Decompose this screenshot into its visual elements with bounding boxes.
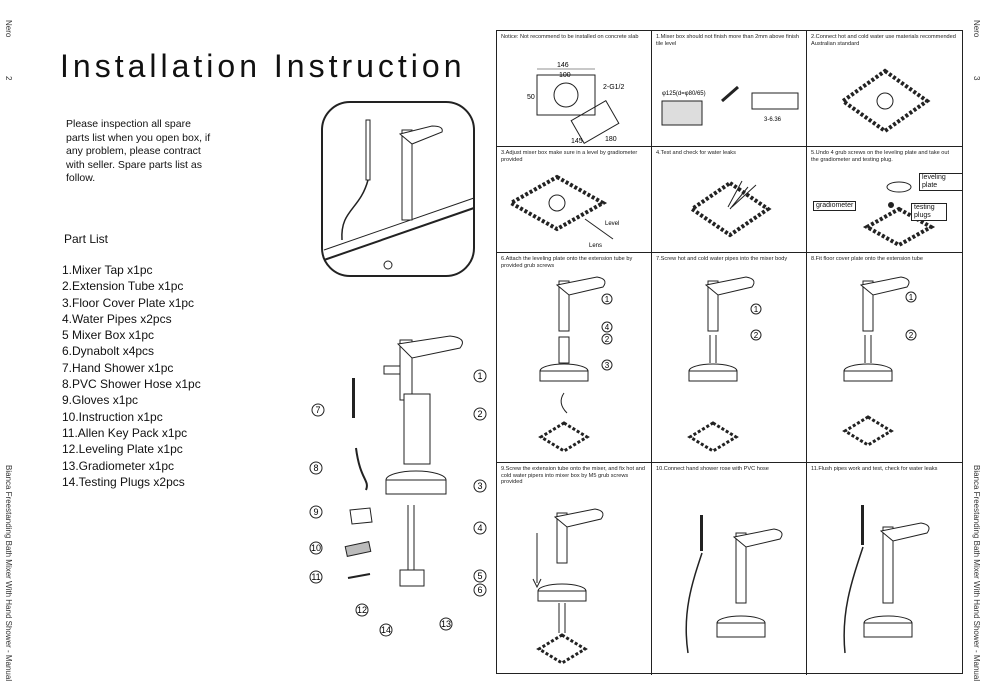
dim-145: 145	[571, 138, 583, 145]
part-item: 2.Extension Tube x1pc	[62, 279, 184, 294]
callout-8: 8	[313, 463, 318, 473]
dim-diameter: φ125(d=φ80/65)	[662, 91, 706, 97]
step-caption: 10.Connect hand shower rose with PVC hos…	[656, 466, 769, 472]
intro-text: Please inspection all spare parts list w…	[66, 118, 211, 184]
dim-146: 146	[557, 62, 569, 69]
callout-2: 2	[754, 331, 759, 340]
flush-test-drawing	[843, 505, 930, 654]
part-item: 9.Gloves x1pc	[62, 393, 139, 408]
step-2: 2.Connect hot and cold water use materia…	[807, 31, 962, 147]
step-caption: 5.Undo 4 grub screws on the leveling pla…	[811, 150, 950, 163]
step-3: 3.Adjust mixer box make sure in a level …	[497, 147, 652, 253]
step-5: 5.Undo 4 grub screws on the leveling pla…	[807, 147, 962, 253]
fit-cover-plate-drawing: 1 2	[842, 276, 917, 447]
leveling-plate-drawing	[862, 181, 936, 248]
callout-2: 2	[605, 335, 610, 344]
step-6: 6.Attach the leveling plate onto the ext…	[497, 253, 652, 463]
gradiometer-level-drawing: Level Lens	[506, 174, 619, 249]
part-item: 3.Floor Cover Plate x1pc	[62, 295, 195, 310]
callout-10: 10	[311, 543, 321, 553]
part-item: 14.Testing Plugs x2pcs	[62, 474, 185, 489]
step-caption: Notice: Not recommend to be installed on…	[501, 34, 639, 40]
callout-2: 2	[909, 331, 914, 340]
leak-test-drawing	[688, 180, 772, 238]
side-description-right: Bianca Freestanding Bath Mixer With Hand…	[972, 465, 981, 682]
callout-1: 1	[909, 293, 914, 302]
step-caption: 3.Adjust mixer box make sure in a level …	[501, 150, 638, 163]
callout-5: 5	[477, 571, 482, 581]
part-item: 10.Instruction x1pc	[62, 409, 163, 424]
brand-right: Nero	[972, 20, 981, 38]
attach-leveling-plate-drawing: 1 4 2 3	[538, 276, 613, 453]
page-title: Installation Instruction	[60, 48, 466, 84]
callout-11: 11	[311, 572, 320, 582]
callout-1: 1	[605, 295, 610, 304]
dim-thread: 2-G1/2	[603, 84, 625, 91]
part-item: 8.PVC Shower Hose x1pc	[62, 377, 201, 392]
part-list: 1.Mixer Tap x1pc 2.Extension Tube x1pc 3…	[62, 262, 201, 490]
label-gradiometer: gradiometer	[813, 201, 857, 211]
step-1: 1.Mixer box should not finish more than …	[652, 31, 807, 147]
label-leveling-plate: leveling plate	[919, 173, 962, 191]
step-10: 10.Connect hand shower rose with PVC hos…	[652, 463, 807, 675]
dim-180: 180	[605, 136, 617, 143]
brand-left: Nero	[4, 20, 13, 38]
mixer-box-dimension-drawing: 146 100 50 2-G1/2 145 180	[527, 62, 625, 145]
callout-14: 14	[381, 625, 391, 635]
part-item: 12.Leveling Plate x1pc	[62, 442, 183, 457]
page-number-right: 3	[972, 76, 981, 81]
step-caption: 11.Flush pipes work and test, check for …	[811, 466, 938, 472]
part-list-heading: Part List	[64, 232, 109, 246]
hero-mixer-illustration	[321, 101, 475, 277]
side-description-left: Bianca Freestanding Bath Mixer With Hand…	[4, 465, 13, 682]
callout-7: 7	[315, 405, 320, 415]
step-9: 9.Screw the extension tube onto the mixe…	[497, 463, 652, 675]
step-11: 11.Flush pipes work and test, check for …	[807, 463, 962, 675]
part-item: 5 Mixer Box x1pc	[62, 328, 155, 343]
callout-2: 2	[477, 409, 482, 419]
tile-level-drawing: φ125(d=φ80/65) 3-6.36	[661, 85, 799, 126]
part-item: 6.Dynabolt x4pcs	[62, 344, 155, 359]
pipe-connection-drawing	[839, 68, 931, 134]
callout-12: 12	[357, 605, 367, 615]
step-caption: 9.Screw the extension tube onto the mixe…	[501, 466, 645, 486]
part-item: 13.Gradiometer x1pc	[62, 458, 175, 473]
callout-9: 9	[313, 507, 318, 517]
step-8: 8.Fit floor cover plate onto the extensi…	[807, 253, 962, 463]
dim-50: 50	[527, 94, 535, 101]
callout-13: 13	[441, 619, 451, 629]
callout-6: 6	[477, 585, 482, 595]
step-caption: 8.Fit floor cover plate onto the extensi…	[811, 256, 923, 262]
step-caption: 2.Connect hot and cold water use materia…	[811, 34, 956, 47]
step-caption: 4.Test and check for water leaks	[656, 150, 736, 156]
callout-numbers: 1 2 3 4 5 6 7 8 9 10 11 12 13 14	[309, 369, 487, 637]
hand-shower-hose-drawing	[685, 515, 783, 654]
screw-pipes-drawing: 1 2	[687, 276, 762, 453]
exploded-parts-diagram: 1 2 3 4 5 6 7 8 9 10 11 12 13 14	[309, 335, 487, 637]
step-caption: 1.Mixer box should not finish more than …	[656, 34, 800, 47]
step-caption: 6.Attach the leveling plate onto the ext…	[501, 256, 633, 269]
label-testing-plugs: testing plugs	[911, 203, 947, 221]
callout-4: 4	[477, 523, 482, 533]
part-item: 11.Allen Key Pack x1pc	[62, 425, 188, 440]
callout-1: 1	[477, 371, 482, 381]
part-item: 4.Water Pipes x2pcs	[62, 311, 172, 326]
page-number-left: 2	[4, 76, 13, 81]
dim-100: 100	[559, 72, 571, 79]
callout-1: 1	[754, 305, 759, 314]
part-item: 7.Hand Shower x1pc	[62, 360, 174, 375]
dim-depth: 3-6.36	[764, 117, 782, 123]
steps-grid: Notice: Not recommend to be installed on…	[496, 30, 963, 675]
step-4: 4.Test and check for water leaks	[652, 147, 807, 253]
step-notice: Notice: Not recommend to be installed on…	[497, 31, 652, 147]
screw-extension-tube-drawing	[532, 508, 604, 665]
step-caption: 7.Screw hot and cold water pipes into th…	[656, 256, 788, 262]
step-7: 7.Screw hot and cold water pipes into th…	[652, 253, 807, 463]
callout-4: 4	[605, 323, 610, 332]
part-item: 1.Mixer Tap x1pc	[62, 263, 153, 277]
label-level: Level	[605, 221, 619, 227]
label-lens: Lens	[589, 243, 602, 249]
callout-3: 3	[605, 361, 610, 370]
callout-3: 3	[477, 481, 482, 491]
